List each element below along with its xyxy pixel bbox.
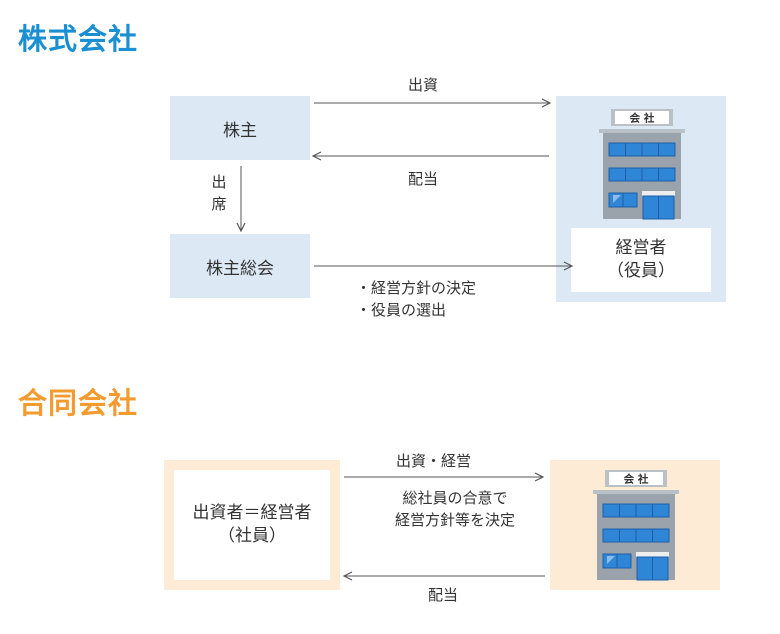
investment-management-label: 出資・経営 [396, 452, 472, 470]
company-sign: 会 社 [630, 112, 655, 125]
attend-label: 出 席 [207, 172, 231, 216]
investment-label: 出資 [408, 76, 439, 94]
shareholder-box: 株主 [170, 96, 310, 160]
attend-char-2: 席 [211, 194, 227, 213]
consent-line-1: 総社員の合意で [402, 489, 508, 507]
section-title-kabushiki: 株式会社 [18, 22, 139, 56]
management-sublabel: （役員） [607, 261, 675, 281]
company-sign-godo: 会 社 [624, 473, 649, 486]
shareholder-label: 株主 [223, 120, 257, 141]
shareholders-meeting-box: 株主総会 [170, 234, 310, 298]
consent-text: 総社員の合意で 経営方針等を決定 [376, 488, 534, 532]
decision-list: ・経営方針の決定 ・役員の選出 [356, 278, 476, 322]
management-box: 経営者 （役員） [571, 228, 711, 292]
decision-item-officers: ・役員の選出 [356, 300, 447, 319]
members-label: 出資者＝経営者 [192, 503, 312, 524]
shareholders-meeting-label: 株主総会 [206, 258, 274, 279]
building-icon-godo: 会 社 [593, 470, 679, 581]
members-sublabel: （社員） [218, 526, 286, 546]
dividend-label: 配当 [408, 170, 439, 188]
decision-item-policy: ・経営方針の決定 [356, 279, 477, 297]
management-label: 経営者 [615, 238, 667, 259]
consent-line-2: 経営方針等を決定 [394, 510, 515, 529]
attend-char-1: 出 [211, 173, 227, 191]
members-box: 出資者＝経営者 （社員） [174, 470, 330, 580]
dividend-label-godo: 配当 [428, 586, 459, 604]
section-title-godo: 合同会社 [18, 386, 139, 420]
building-icon: 会 社 [599, 109, 685, 220]
